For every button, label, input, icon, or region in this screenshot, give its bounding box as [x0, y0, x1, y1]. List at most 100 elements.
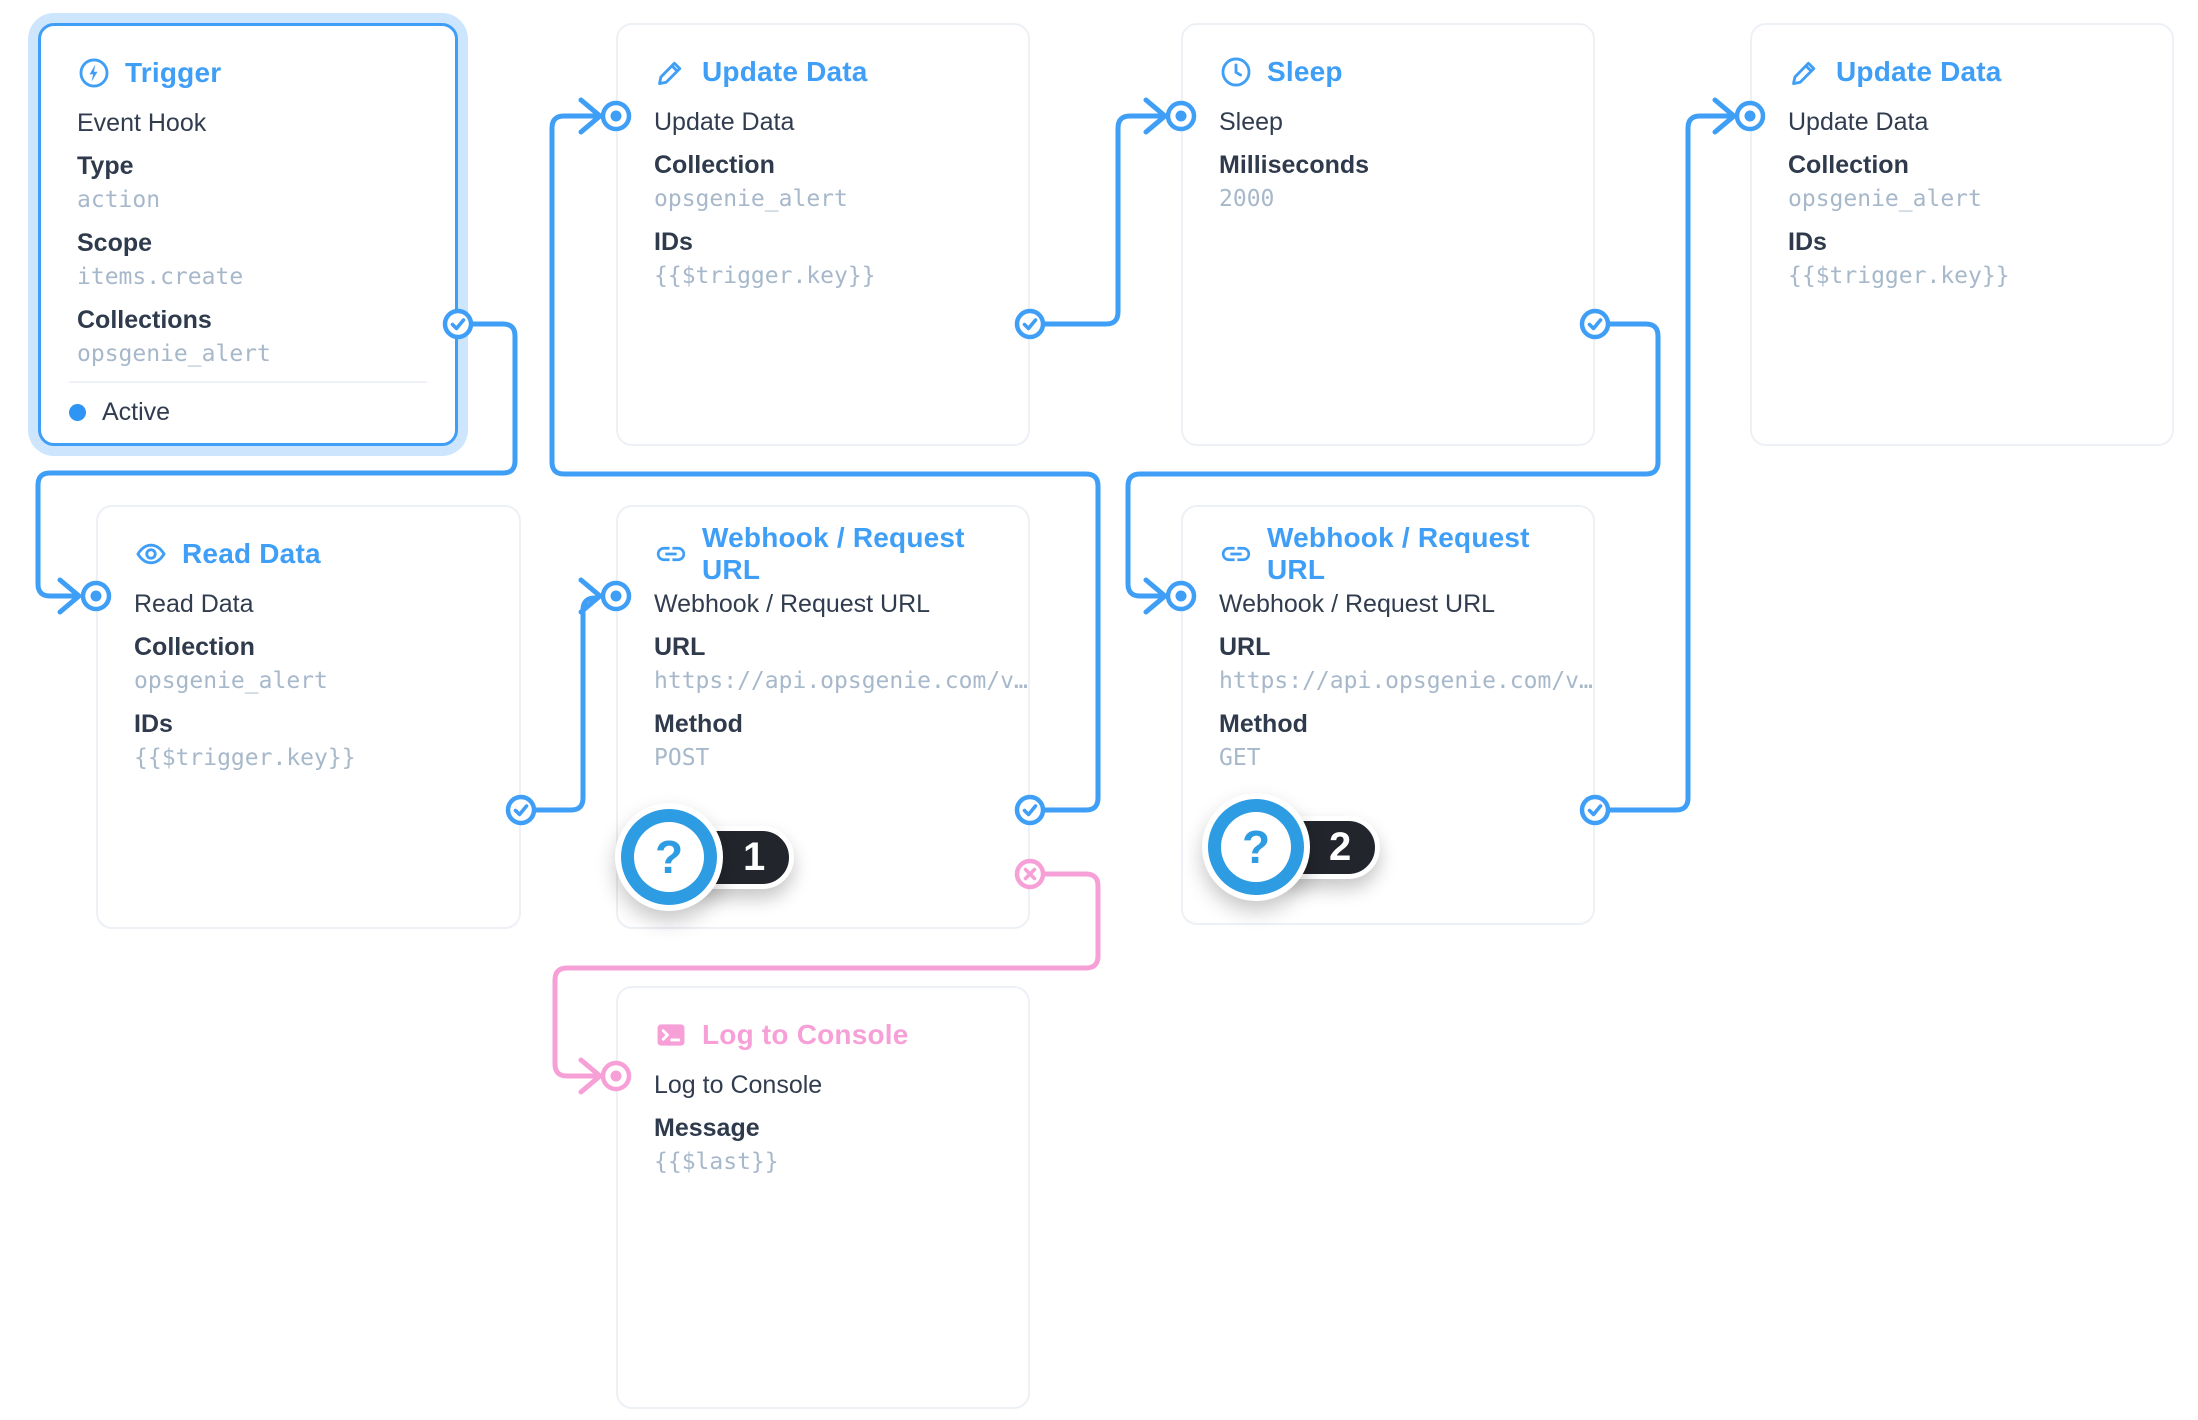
- node-title-text: Sleep: [1267, 56, 1343, 87]
- node-title-text: Log to Console: [702, 1019, 909, 1050]
- bolt-circle-icon: [77, 56, 111, 90]
- connector-trigger-to-read: [35, 321, 518, 615]
- link-icon: [654, 537, 688, 571]
- input-handle-update2[interactable]: [1732, 98, 1768, 134]
- node-name: Update Data: [1788, 108, 1929, 136]
- field: URL https://api.opsgenie.com/v…: [1219, 629, 1593, 698]
- input-handle-log[interactable]: [598, 1058, 634, 1094]
- field-label: Milliseconds: [1219, 151, 1370, 179]
- field-label: Method: [1219, 710, 1308, 738]
- field-label: URL: [654, 633, 706, 661]
- input-handle-webhook2[interactable]: [1163, 578, 1199, 614]
- node-title: Log to Console: [654, 1014, 992, 1056]
- resolve-handle-sleep[interactable]: [1577, 306, 1613, 342]
- node-sleep[interactable]: Sleep Sleep Milliseconds 2000: [1181, 23, 1595, 446]
- field-value: https://api.opsgenie.com/v…: [654, 668, 1028, 694]
- resolve-handle-update1[interactable]: [1012, 306, 1048, 342]
- node-title: Webhook / Request URL: [654, 522, 992, 585]
- node-title-text: Trigger: [125, 57, 222, 88]
- field-value: action: [77, 187, 161, 213]
- field: Message {{$last}}: [654, 1110, 992, 1179]
- input-handle-sleep[interactable]: [1163, 98, 1199, 134]
- field-label: Message: [654, 1114, 760, 1142]
- node-name: Log to Console: [654, 1071, 823, 1099]
- question-mark-icon: ?: [654, 831, 684, 883]
- field: IDs {{$trigger.key}}: [654, 224, 992, 293]
- link-icon: [1219, 537, 1253, 571]
- field-value: GET: [1219, 745, 1261, 771]
- input-handle-webhook1[interactable]: [598, 578, 634, 614]
- field-value: {{$trigger.key}}: [654, 263, 876, 289]
- field-label: Collection: [654, 151, 775, 179]
- field-value: opsgenie_alert: [77, 341, 271, 367]
- resolve-handle-read-data[interactable]: [503, 792, 539, 828]
- field: URL https://api.opsgenie.com/v…: [654, 629, 1028, 698]
- field: Type action: [77, 148, 419, 217]
- connector-webhook2-to-update2: [1592, 97, 1737, 813]
- node-name: Read Data: [134, 590, 254, 618]
- connector-webhook1-reject-to-log: [552, 871, 1101, 1095]
- resolve-handle-webhook2[interactable]: [1577, 792, 1613, 828]
- question-mark-icon: ?: [1241, 821, 1271, 873]
- node-name: Webhook / Request URL: [1219, 590, 1496, 618]
- field-value: {{$trigger.key}}: [134, 745, 356, 771]
- node-read-data[interactable]: Read Data Read Data Collection opsgenie_…: [96, 505, 521, 929]
- field-label: IDs: [1788, 228, 1827, 256]
- field-label: IDs: [134, 710, 173, 738]
- field-value: opsgenie_alert: [654, 186, 848, 212]
- node-trigger[interactable]: Trigger Event Hook Type action Scope ite…: [38, 23, 458, 446]
- field-value: items.create: [77, 264, 244, 290]
- node-title-text: Webhook / Request URL: [702, 522, 965, 585]
- field-value: {{$trigger.key}}: [1788, 263, 2010, 289]
- field-label: Collection: [134, 633, 255, 661]
- eye-icon: [134, 537, 168, 571]
- node-title: Sleep: [1219, 51, 1557, 93]
- input-handle-read-data[interactable]: [78, 578, 114, 614]
- node-update-data-2[interactable]: Update Data Update Data Collection opsge…: [1750, 23, 2174, 446]
- field: Method POST: [654, 706, 992, 775]
- field-label: Method: [654, 710, 743, 738]
- field-value: opsgenie_alert: [1788, 186, 1982, 212]
- reject-handle-webhook1[interactable]: [1012, 856, 1048, 892]
- question-badge-2[interactable]: ?: [1202, 793, 1310, 901]
- field-label: Collection: [1788, 151, 1909, 179]
- pencil-icon: [654, 55, 688, 89]
- node-update-data-1[interactable]: Update Data Update Data Collection opsge…: [616, 23, 1030, 446]
- node-title-text: Read Data: [182, 538, 321, 569]
- step-count-label: 2: [1329, 825, 1352, 869]
- connector-sleep-to-webhook2: [1125, 321, 1661, 615]
- node-title-text: Webhook / Request URL: [1267, 522, 1530, 585]
- clock-icon: [1219, 55, 1253, 89]
- question-badge-1[interactable]: ?: [615, 803, 723, 911]
- field-label: Scope: [77, 229, 153, 257]
- connector-webhook1-to-update1: [549, 97, 1101, 813]
- node-log-to-console[interactable]: Log to Console Log to Console Message {{…: [616, 986, 1030, 1409]
- field-label: Collections: [77, 306, 212, 334]
- resolve-handle-webhook1[interactable]: [1012, 792, 1048, 828]
- field-value: 2000: [1219, 186, 1275, 212]
- field-value: https://api.opsgenie.com/v…: [1219, 668, 1593, 694]
- field-label: URL: [1219, 633, 1271, 661]
- connector-update1-to-sleep: [1027, 97, 1168, 327]
- node-name: Event Hook: [77, 109, 207, 137]
- node-name: Webhook / Request URL: [654, 590, 931, 618]
- node-title: Read Data: [134, 533, 483, 575]
- node-title: Update Data: [1788, 51, 2136, 93]
- field-value: {{$last}}: [654, 1149, 779, 1175]
- field: Collection opsgenie_alert: [1788, 147, 2136, 216]
- step-count-label: 1: [743, 835, 766, 879]
- resolve-handle-trigger[interactable]: [440, 306, 476, 342]
- terminal-icon: [654, 1018, 688, 1052]
- node-title: Webhook / Request URL: [1219, 522, 1557, 585]
- node-name: Sleep: [1219, 108, 1283, 136]
- node-title-text: Update Data: [702, 56, 868, 87]
- field-label: Type: [77, 152, 134, 180]
- field: Method GET: [1219, 706, 1557, 775]
- input-handle-update1[interactable]: [598, 98, 634, 134]
- status-dot-icon: [69, 403, 86, 421]
- trigger-status: Active: [69, 381, 427, 441]
- status-label: Active: [102, 397, 171, 426]
- node-title: Trigger: [77, 52, 419, 94]
